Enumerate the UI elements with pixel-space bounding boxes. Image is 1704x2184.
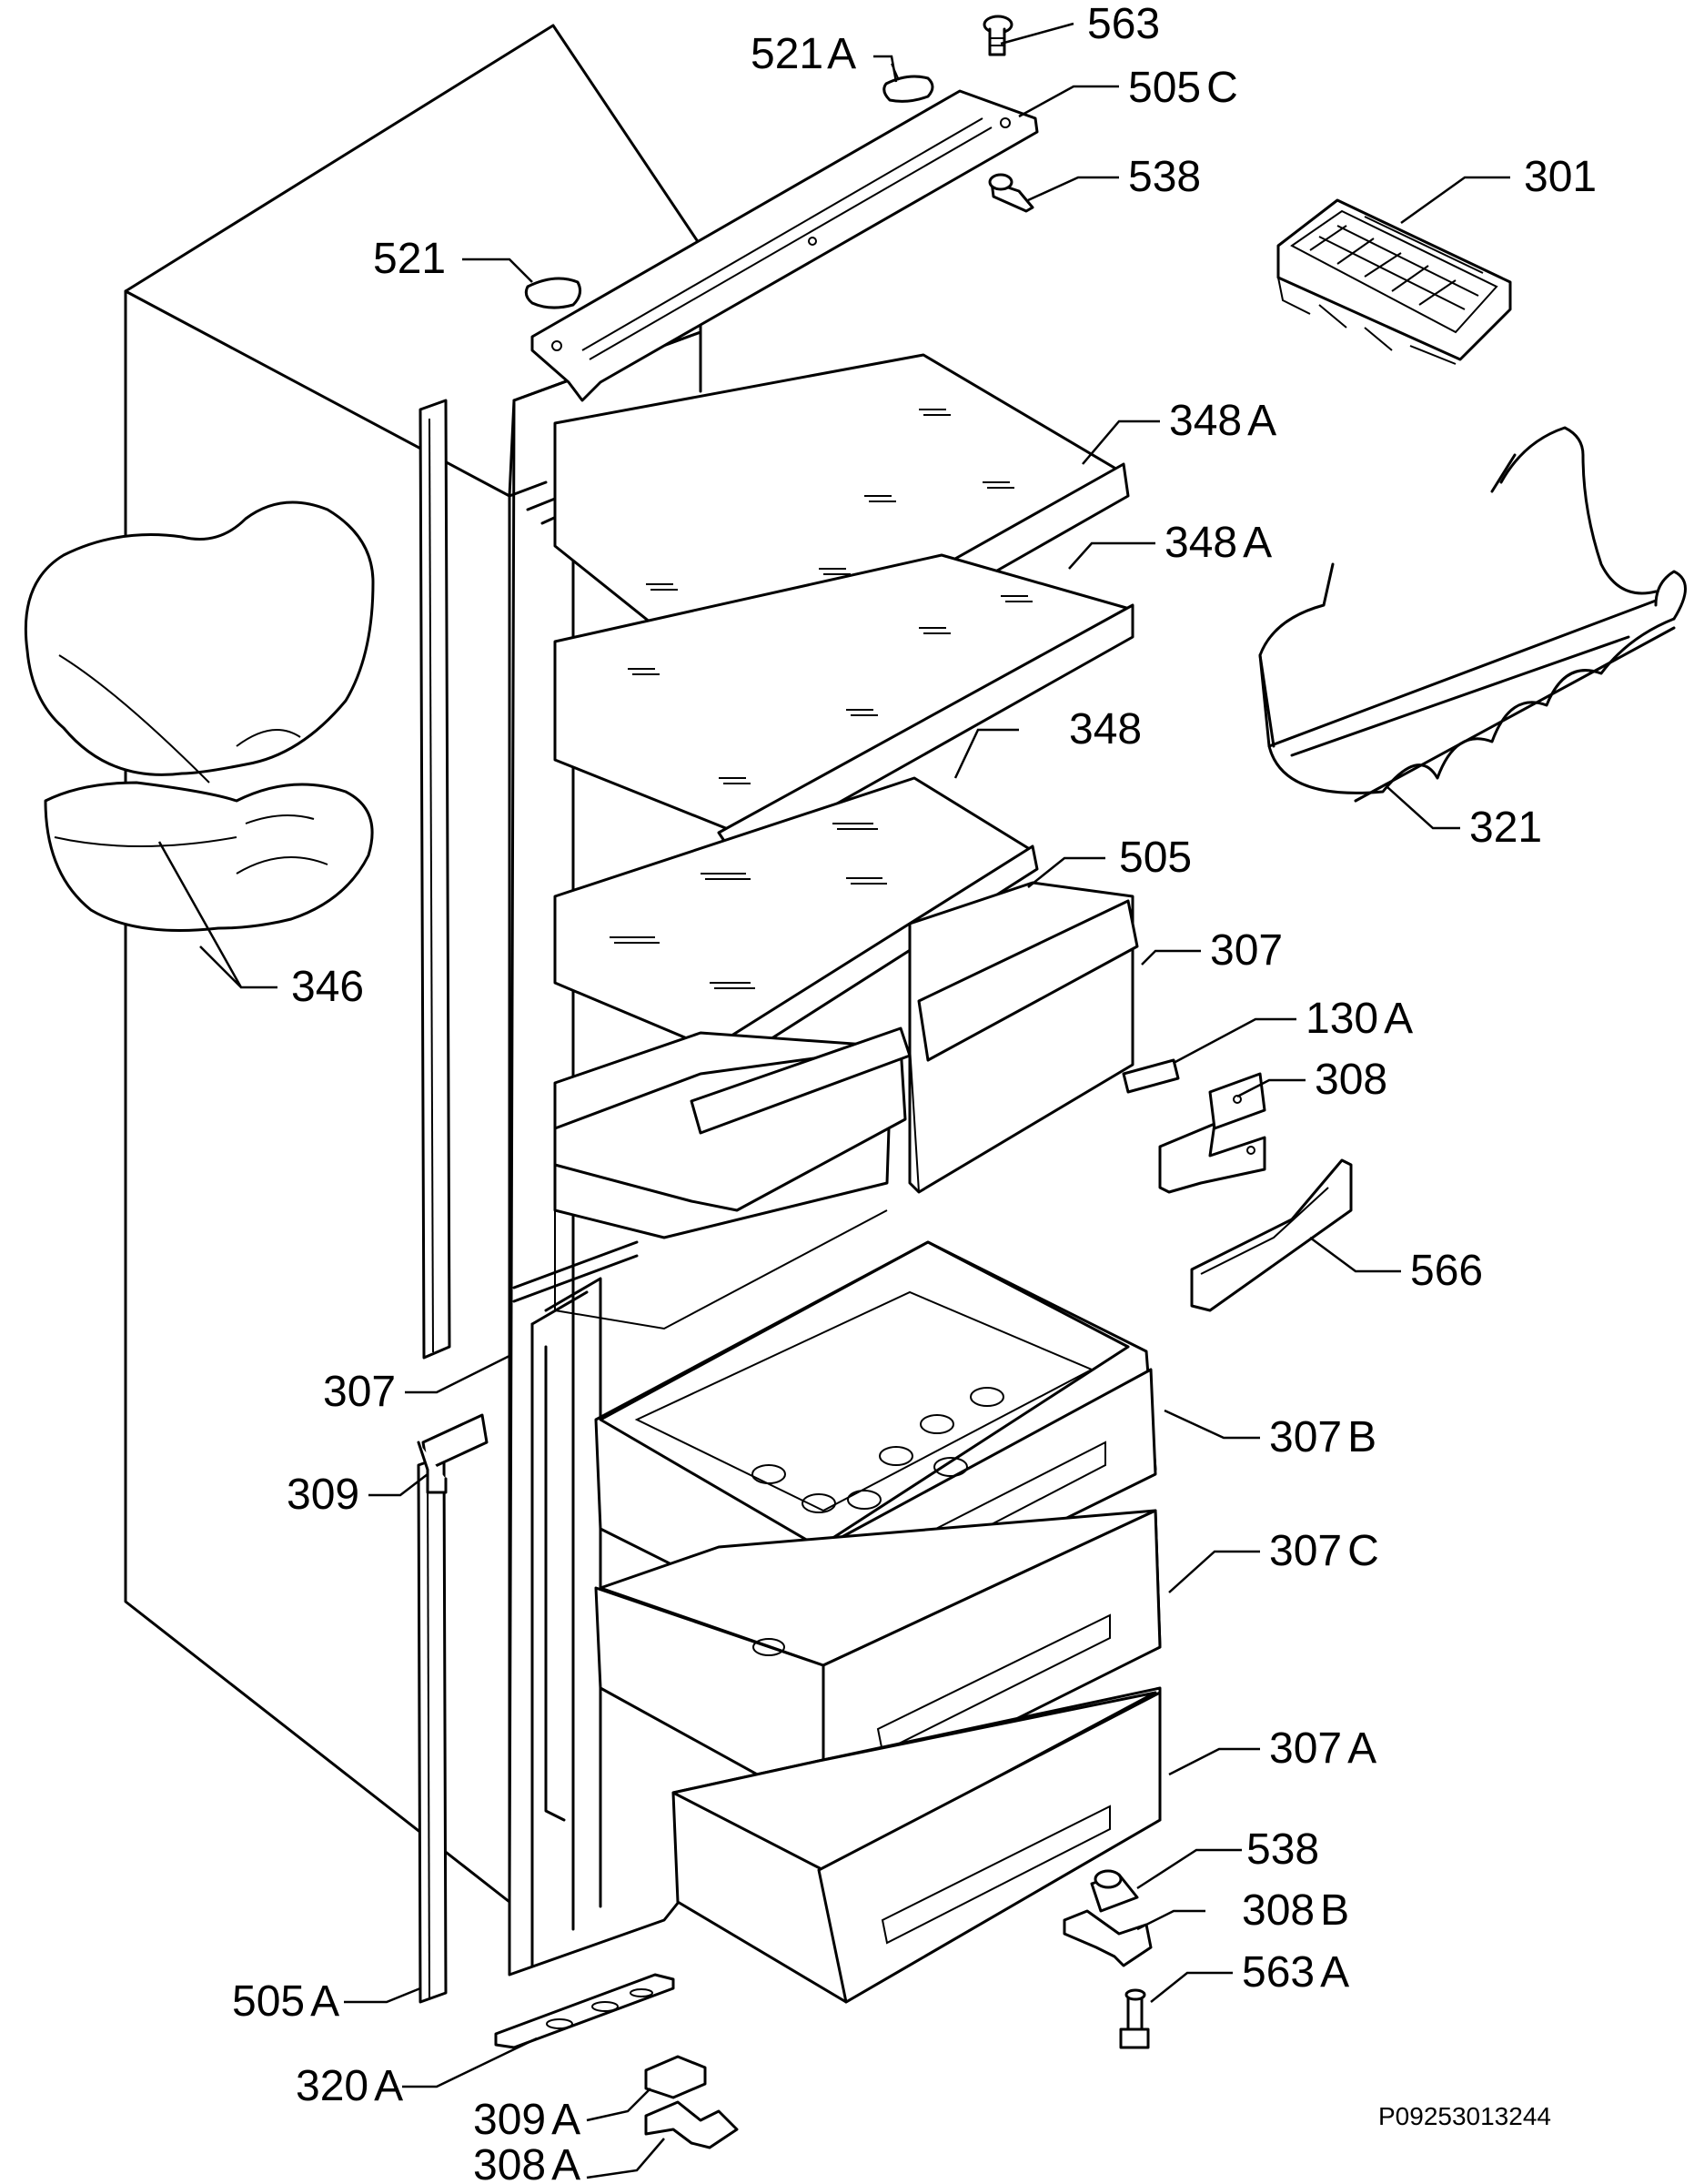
hinge-308a: [644, 2100, 739, 2149]
glass-shelf-348a-second: [553, 553, 1134, 862]
callout-321: 321: [1469, 804, 1542, 852]
glass-shelf-348: [553, 776, 1039, 1071]
bracket-538-top: [988, 173, 1034, 213]
clip-309: [417, 1413, 489, 1494]
cap-521a: [882, 63, 934, 103]
egg-tray-346: [24, 500, 375, 932]
screw-563: [983, 15, 1013, 56]
diagram-code: P09253013244: [1378, 2102, 1551, 2130]
cabinet-body: [124, 24, 702, 2049]
hinge-308: [1158, 1072, 1266, 1194]
callout-563: 563: [1087, 0, 1160, 48]
callout-521: 521: [373, 235, 446, 283]
part-130a: [1122, 1058, 1180, 1094]
callout-505: 505: [1119, 834, 1192, 882]
ice-tray-301: [1276, 198, 1512, 365]
callout-538-top: 538: [1128, 153, 1201, 201]
callout-309: 309: [287, 1471, 359, 1519]
top-trim-505c: [530, 89, 1039, 402]
freezer-drawer-307a: [671, 1686, 1162, 2004]
cap-521: [524, 277, 582, 309]
leader-lines: [157, 22, 1510, 2179]
callout-521a: 521A: [751, 30, 856, 78]
callout-301: 301: [1524, 153, 1597, 201]
callout-346: 346: [291, 963, 364, 1011]
bracket-538-bottom: [1090, 1869, 1139, 1913]
part-309a: [644, 2055, 707, 2099]
callout-538-bottom: 538: [1246, 1825, 1319, 1874]
freezer-drawer-307c: [594, 1509, 1162, 1817]
callout-566: 566: [1410, 1247, 1483, 1295]
wine-rack-321: [1258, 426, 1687, 803]
hinge-308b: [1063, 1909, 1153, 1967]
part-566: [1190, 1158, 1353, 1312]
drawer-307-left: [553, 1026, 912, 1330]
callout-307-left: 307: [323, 1368, 396, 1416]
drawer-307-right: [908, 881, 1139, 1194]
callout-348: 348: [1069, 705, 1142, 753]
callout-307-top: 307: [1210, 926, 1283, 975]
callout-308: 308: [1315, 1056, 1387, 1104]
screw-563a: [1119, 1988, 1150, 2049]
